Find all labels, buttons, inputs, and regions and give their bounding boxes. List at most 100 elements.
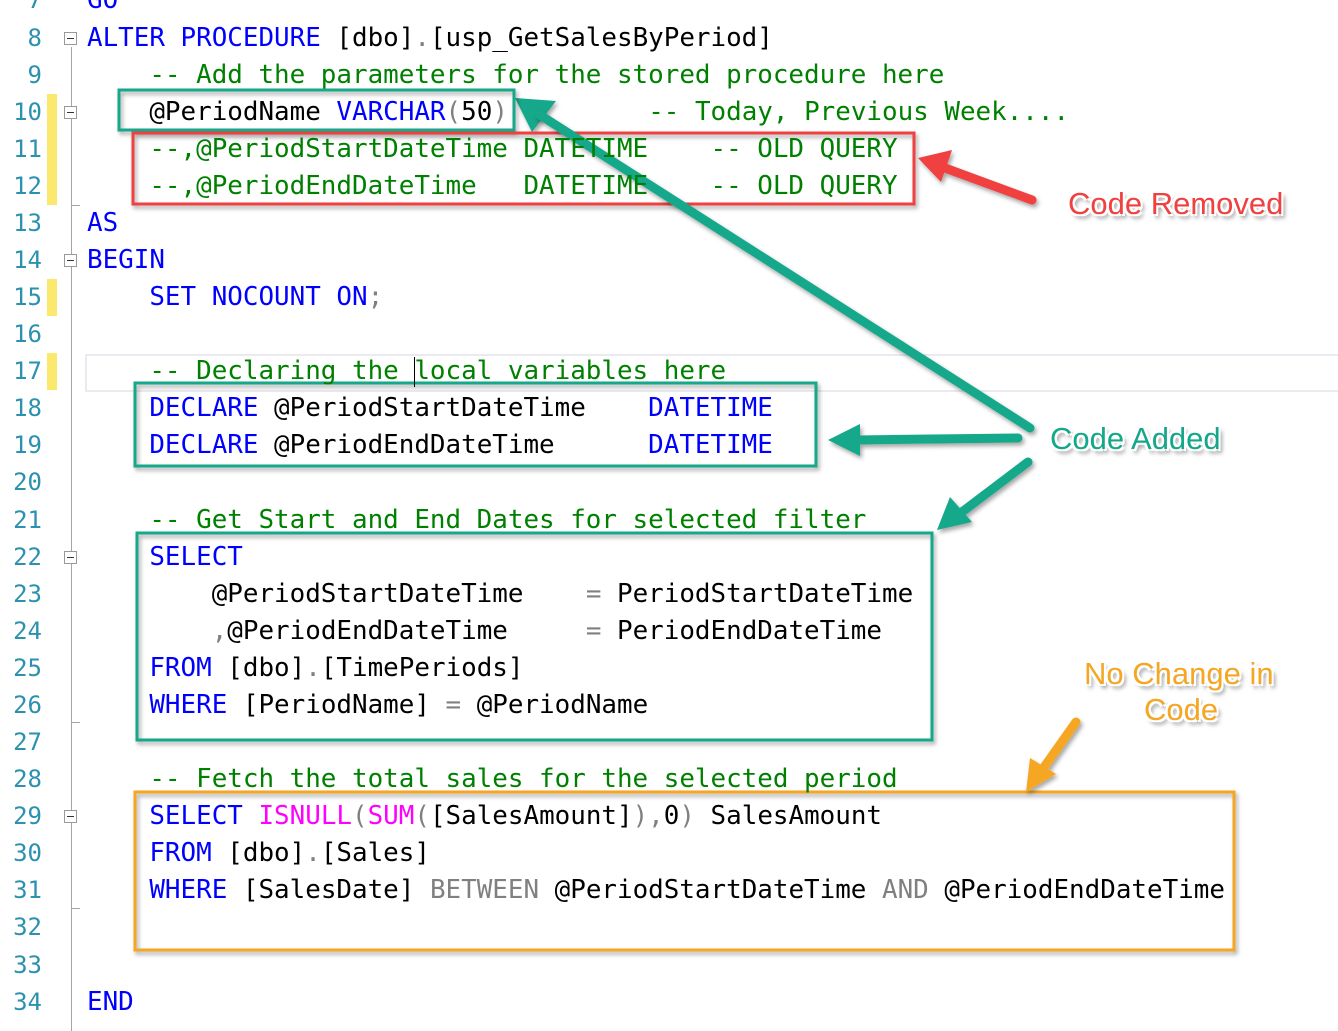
code-line[interactable]: -- Get Start and End Dates for selected … [87, 502, 866, 539]
line-number: 7 [27, 0, 42, 15]
line-number: 18 [13, 394, 42, 423]
line-number: 25 [13, 653, 42, 682]
code-line[interactable]: @PeriodStartDateTime = PeriodStartDateTi… [87, 576, 913, 613]
line-number: 14 [13, 245, 42, 274]
code-line[interactable]: DECLARE @PeriodStartDateTime DATETIME [87, 390, 773, 427]
identifier-token: @PeriodEndDateTime [227, 615, 586, 646]
operator-token: ) [679, 801, 695, 832]
collapse-toggle-icon[interactable] [64, 31, 77, 45]
keyword-token: FROM [87, 838, 212, 869]
line-number: 31 [13, 876, 42, 905]
comment-token: -- Add the parameters for the stored pro… [87, 59, 945, 90]
operator-token: ), [632, 801, 664, 832]
collapse-toggle-icon[interactable] [64, 550, 77, 564]
line-number: 19 [13, 431, 42, 460]
code-line[interactable]: GO [87, 0, 118, 19]
code-line[interactable]: --,@PeriodEndDateTime DATETIME -- OLD QU… [87, 168, 897, 205]
operator-token: = [585, 615, 602, 646]
code-line[interactable]: ALTER PROCEDURE [dbo].[usp_GetSalesByPer… [87, 20, 773, 57]
identifier-token: [dbo] [211, 838, 306, 869]
operator-token: ( [445, 96, 462, 127]
operator-token: . [305, 652, 321, 683]
collapse-toggle-icon[interactable] [64, 105, 77, 119]
identifier-token: [TimePeriods] [320, 652, 524, 683]
line-number: 28 [13, 765, 42, 794]
keyword-token: WHERE [87, 689, 228, 720]
keyword-token: END [87, 986, 134, 1017]
comment-token: --,@PeriodStartDateTime DATETIME -- OLD … [87, 133, 898, 164]
change-indicator [47, 93, 57, 131]
collapse-toggle-icon[interactable] [64, 810, 77, 824]
comment-token: -- Declaring the local variables here [87, 356, 727, 387]
operator-token: ) [492, 96, 508, 127]
code-line[interactable]: -- Fetch the total sales for the selecte… [87, 761, 898, 798]
code-line[interactable]: -- Add the parameters for the stored pro… [87, 57, 944, 94]
keyword-token: DATETIME [648, 393, 773, 424]
identifier-token: [PeriodName] [227, 689, 446, 720]
line-number: 16 [13, 320, 42, 349]
line-number: 30 [13, 839, 42, 868]
code-line[interactable]: BEGIN [87, 242, 165, 279]
comment-token: -- Get Start and End Dates for selected … [87, 504, 867, 535]
code-line[interactable]: FROM [dbo].[Sales] [87, 835, 430, 872]
code-line[interactable]: DECLARE @PeriodEndDateTime DATETIME [87, 427, 773, 464]
keyword-token: GO [87, 0, 119, 16]
line-number: 29 [13, 802, 42, 831]
arrowhead-icon [937, 497, 972, 530]
no-change-label-line2: Code [1144, 692, 1219, 727]
code-line[interactable]: FROM [dbo].[TimePeriods] [87, 650, 523, 687]
keyword-token: DECLARE [87, 430, 259, 461]
keyword-token: SELECT [87, 541, 243, 572]
code-added-label: Code Added [1050, 421, 1221, 456]
code-line[interactable]: @PeriodName VARCHAR(50) -- Today, Previo… [87, 94, 1069, 131]
identifier-token: @PeriodStartDateTime [539, 875, 882, 906]
code-line[interactable]: SELECT ISNULL(SUM([SalesAmount]),0) Sale… [87, 798, 882, 835]
operator-token: = [445, 689, 462, 720]
keyword-token: ALTER PROCEDURE [87, 22, 321, 53]
line-number: 22 [13, 542, 42, 571]
operator-token: = [585, 578, 602, 609]
identifier-token: PeriodStartDateTime [601, 578, 914, 609]
collapse-toggle-icon[interactable] [64, 253, 77, 267]
operator-token: BETWEEN [429, 875, 540, 906]
removed-box [131, 131, 916, 206]
identifier-token [87, 616, 212, 646]
comment-token: -- Fetch the total sales for the selecte… [87, 764, 898, 795]
line-number: 21 [13, 505, 42, 534]
identifier-token [243, 801, 259, 831]
current-line-highlight [85, 354, 1338, 392]
line-number: 10 [13, 97, 42, 126]
line-number: 27 [13, 728, 42, 757]
keyword-token: FROM [87, 652, 212, 683]
arrow-removed [940, 163, 1037, 205]
code-line[interactable]: WHERE [SalesDate] BETWEEN @PeriodStartDa… [87, 872, 1225, 909]
arrow-added-param [535, 110, 1035, 433]
line-number: 12 [13, 171, 42, 200]
identifier-token: [SalesDate] [227, 875, 430, 906]
arrowhead-icon [918, 150, 952, 182]
change-indicator [47, 130, 57, 168]
line-number: 9 [27, 60, 42, 89]
code-line[interactable]: -- Declaring the local variables here [87, 353, 726, 390]
identifier-token: 0 [663, 801, 680, 832]
code-line[interactable]: ,@PeriodEndDateTime = PeriodEndDateTime [87, 613, 882, 650]
code-line[interactable]: END [87, 984, 134, 1021]
code-line[interactable]: SET NOCOUNT ON; [87, 279, 383, 316]
code-line[interactable]: WHERE [PeriodName] = @PeriodName [87, 687, 648, 724]
code-line[interactable]: --,@PeriodStartDateTime DATETIME -- OLD … [87, 131, 898, 168]
operator-token: . [414, 22, 430, 53]
fold-end-marker [71, 205, 80, 206]
function-name-token: SUM [367, 801, 415, 832]
line-number: 8 [27, 23, 42, 52]
code-line[interactable]: SELECT [87, 539, 243, 576]
fold-end-marker [71, 908, 80, 909]
line-number: 20 [13, 468, 42, 497]
operator-token: AND [882, 875, 929, 906]
keyword-token: WHERE [87, 875, 228, 906]
arrow-added-declare [850, 433, 1023, 445]
fold-end-marker [71, 722, 80, 723]
identifier-token: 50 [461, 96, 493, 127]
arrow-added-select [953, 457, 1033, 520]
code-line[interactable]: AS [87, 205, 118, 242]
